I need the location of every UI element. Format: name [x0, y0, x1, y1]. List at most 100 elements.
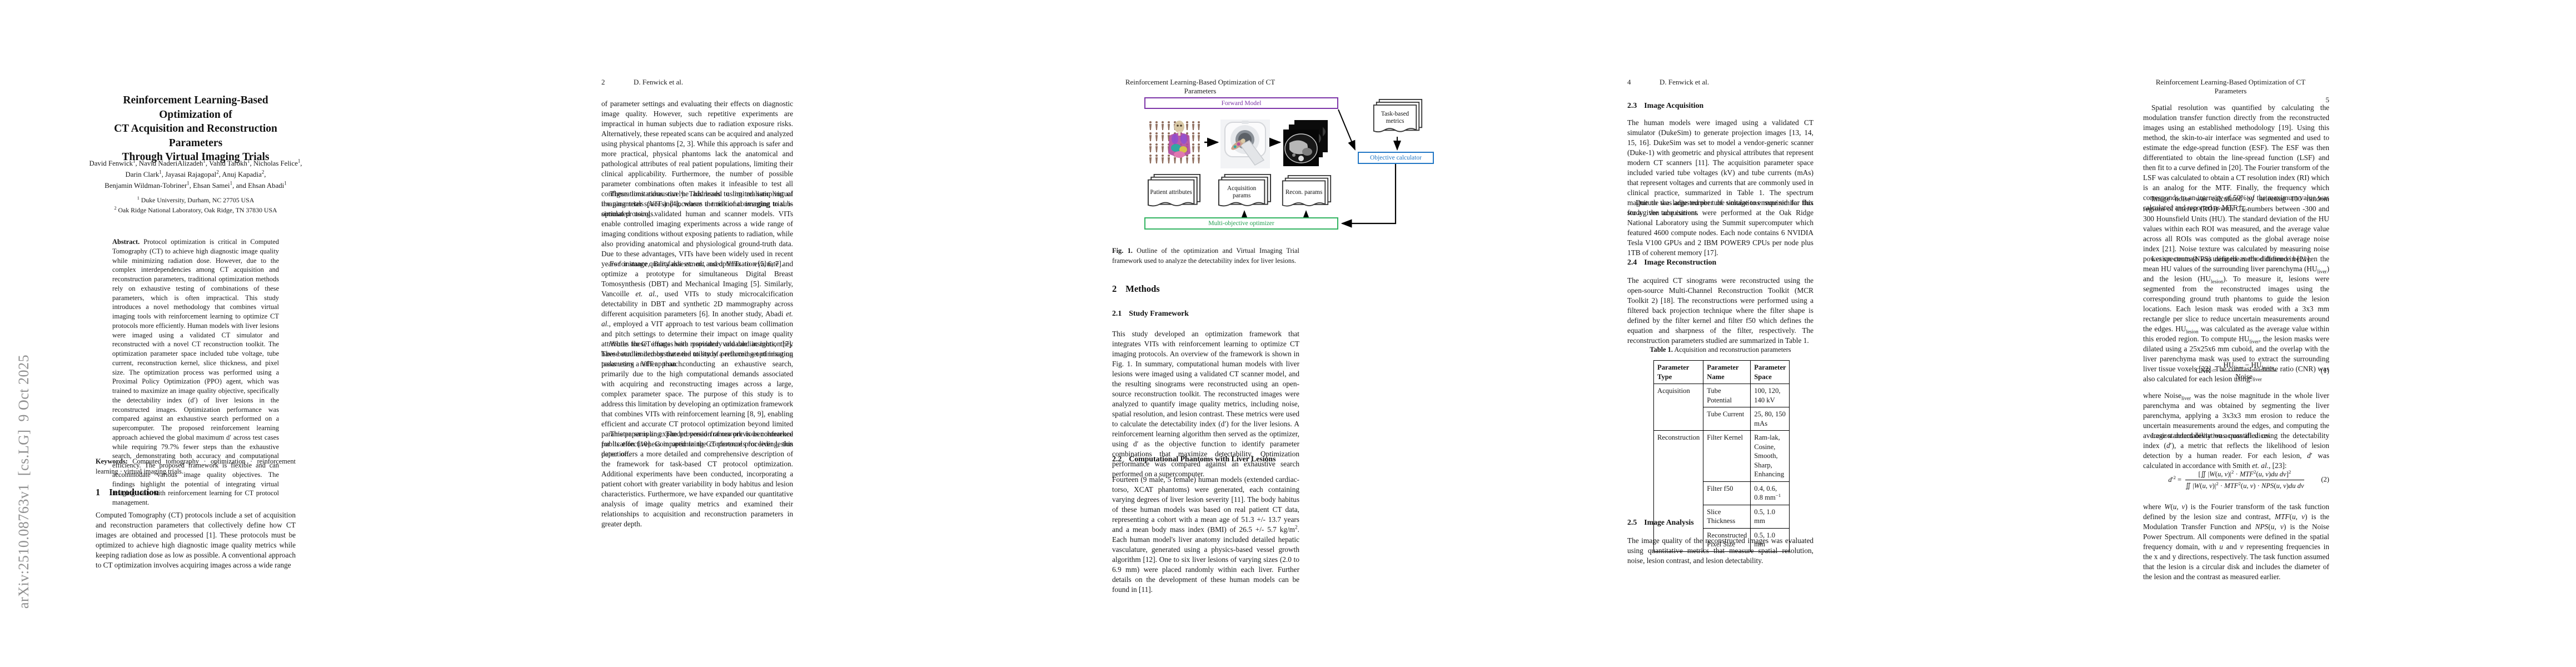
section-number: 2	[1112, 283, 1117, 294]
table-caption-text: Acquisition and reconstruction parameter…	[1674, 346, 1791, 354]
page-number: 4	[1627, 78, 1631, 86]
paragraph: where Noiseliver was the noise magnitude…	[2143, 391, 2329, 440]
document-stack-icon	[1373, 99, 1423, 133]
paragraph: Lesion contrast was defined as the diffe…	[2143, 255, 2329, 383]
keywords: Keywords: Computed tomography · optimiza…	[96, 457, 296, 476]
forward-model-box: Forward Model	[1144, 97, 1338, 109]
running-head: 2 D. Fenwick et al.	[601, 78, 793, 88]
section-heading-methods: 2 Methods	[1112, 283, 1160, 295]
page-number: 2	[601, 78, 605, 86]
acquisition-params-doc: Acquisition params	[1218, 174, 1272, 210]
paragraph: Spatial resolution was quantified by cal…	[2143, 103, 2329, 214]
table-cell-name: Tube Potential	[1703, 384, 1751, 407]
author-line: Darin Clark1, Jayasai Rajagopal2, Anuj K…	[125, 169, 266, 178]
author-line: Benjamin Wildman-Tobriner1, Ehsan Samei1…	[104, 180, 287, 190]
document-stack-icon	[1147, 174, 1201, 207]
paragraph: The human models were imaged using a val…	[1627, 118, 1813, 217]
ct-scanner-image	[1220, 120, 1270, 168]
section-title: Study Framework	[1129, 309, 1189, 317]
page-2: 2 D. Fenwick et al. of parameter setting…	[601, 0, 793, 667]
equation-fraction: HUliver − HUlesion Noiseliver	[2220, 361, 2277, 382]
parameters-table: Parameter Type Parameter Name Parameter …	[1653, 360, 1790, 552]
paragraph: For instance, Barufaldi et. al., used VI…	[601, 260, 793, 368]
section-title: Image Analysis	[1644, 518, 1694, 526]
doc-label: Acquisition params	[1227, 185, 1257, 200]
table-cell-name: Filter f50	[1703, 481, 1751, 505]
section-number: 2.2	[1112, 455, 1122, 463]
figure-caption-text: Outline of the optimization and Virtual …	[1112, 247, 1300, 265]
page-3: Reinforcement Learning-Based Optimizatio…	[1112, 0, 1434, 667]
page-number: 5	[2325, 96, 2330, 104]
doc-label: Recon. params	[1285, 189, 1323, 196]
page-4: 4 D. Fenwick et al. 2.3 Image Acquisition…	[1627, 0, 1813, 667]
figure-arrows	[1204, 109, 1401, 228]
figure-1: Forward Model	[1112, 94, 1434, 231]
subsection-heading-image-acquisition: 2.3 Image Acquisition	[1627, 101, 1703, 110]
equation-fraction: [∬ |W(u, v)|2 · MTF2(u, v)du dv]2 ∬ |W(u…	[2185, 469, 2304, 490]
recon-params-doc: Recon. params	[1282, 175, 1332, 210]
table-cell-type: Reconstruction	[1653, 430, 1704, 552]
section-title: Methods	[1125, 283, 1160, 294]
figure-caption: Fig. 1. Outline of the optimization and …	[1112, 246, 1299, 266]
equation-numerator: HUliver − HUlesion	[2220, 361, 2277, 371]
running-head-text: Reinforcement Learning-Based Optimizatio…	[2155, 78, 2306, 95]
paragraph: While these efforts have provided valuab…	[601, 340, 793, 458]
table-row: Reconstructed Pixel Size 0.5, 1.0 mm	[1654, 527, 1790, 552]
paragraph: This study developed an optimization fra…	[1112, 330, 1299, 478]
anatomical-torso	[1168, 121, 1190, 158]
section-number: 2.5	[1627, 518, 1637, 526]
author-list: David Fenwick1, Navid NaderiAlizadeh1, V…	[88, 158, 303, 191]
paragraph: The image quality of the reconstructed i…	[1627, 536, 1813, 565]
running-head-text: D. Fenwick et al.	[1660, 78, 1710, 86]
equation-denominator: ∬ |W(u, v)|2 · MTF2(u, v) · NPS(u, v)du …	[2185, 480, 2304, 490]
table-header-row: Parameter Type Parameter Name Parameter …	[1653, 360, 1790, 384]
table-cell-space: 100, 120, 140 kV	[1750, 384, 1790, 407]
keywords-label: Keywords:	[96, 457, 128, 465]
equation-cnr: CNR = HUliver − HUlesion Noiseliver (1)	[2143, 359, 2329, 383]
objective-calculator-label: Objective calculator	[1370, 155, 1422, 161]
subsection-heading-image-analysis: 2.5 Image Analysis	[1627, 518, 1694, 527]
section-title: Image Acquisition	[1644, 101, 1704, 109]
multi-objective-optimizer-box: Multi-objective optimizer	[1144, 217, 1338, 230]
keywords-text: Computed tomography · optimization · rei…	[96, 457, 296, 475]
phantom-population-image	[1147, 119, 1202, 165]
table-row: Acquisition Tube Potential 100, 120, 140…	[1653, 384, 1790, 431]
running-head: Reinforcement Learning-Based Optimizatio…	[2143, 78, 2329, 104]
forward-model-label: Forward Model	[1221, 99, 1262, 107]
paragraph: Due to the large number of simulations r…	[1627, 198, 1813, 257]
equation-number: (1)	[2320, 366, 2329, 375]
table-header-cell: Parameter Space	[1750, 360, 1790, 384]
table-cell-space: 0.4, 0.6, 0.8 mm−1	[1750, 481, 1790, 505]
equation-denominator: Noiseliver	[2235, 372, 2262, 382]
table-caption-label: Table 1.	[1650, 346, 1673, 354]
abstract-text: Protocol optimization is critical in Com…	[112, 238, 279, 506]
objective-calculator-box: Objective calculator	[1358, 152, 1434, 164]
running-head-text: D. Fenwick et al.	[634, 78, 684, 86]
affiliation-line: 2 Oak Ridge National Laboratory, Oak Rid…	[114, 205, 277, 214]
document-stack-icon	[1218, 174, 1272, 207]
arxiv-watermark: arXiv:2510.08763v1 [cs.LG] 9 Oct 2025	[16, 354, 32, 609]
running-head: Reinforcement Learning-Based Optimizatio…	[1112, 78, 1299, 104]
table-cell-name: Slice Thickness	[1703, 504, 1751, 529]
equation-lhs: CNR =	[2195, 366, 2217, 375]
equation-numerator: [∬ |W(u, v)|2 · MTF2(u, v)du dv]2	[2185, 469, 2304, 480]
multi-objective-optimizer-label: Multi-objective optimizer	[1208, 220, 1274, 227]
document-stack-icon	[1282, 175, 1332, 207]
section-title: Image Reconstruction	[1644, 258, 1717, 266]
section-number: 2.3	[1627, 101, 1637, 109]
table-cell-space: 0.5, 1.0 mm	[1750, 527, 1790, 552]
abstract: Abstract. Protocol optimization is criti…	[112, 237, 279, 507]
table-cell-name: Tube Current	[1703, 407, 1751, 431]
section-title: Computational Phantoms with Liver Lesion…	[1129, 455, 1276, 463]
section-number: 1	[96, 487, 101, 497]
page-5: Reinforcement Learning-Based Optimizatio…	[2143, 0, 2329, 667]
section-title: Introduction	[109, 487, 159, 497]
equation-number: (2)	[2321, 475, 2329, 484]
subsection-heading-computational-phantoms: 2.2 Computational Phantoms with Liver Les…	[1112, 455, 1275, 464]
table-header-cell: Parameter Name	[1703, 360, 1751, 384]
paragraph: Lesion detectability was quantified usin…	[2143, 431, 2330, 470]
table-row: Filter f50 0.4, 0.6, 0.8 mm−1	[1654, 481, 1790, 505]
table-row: Slice Thickness 0.5, 1.0 mm	[1654, 504, 1790, 529]
